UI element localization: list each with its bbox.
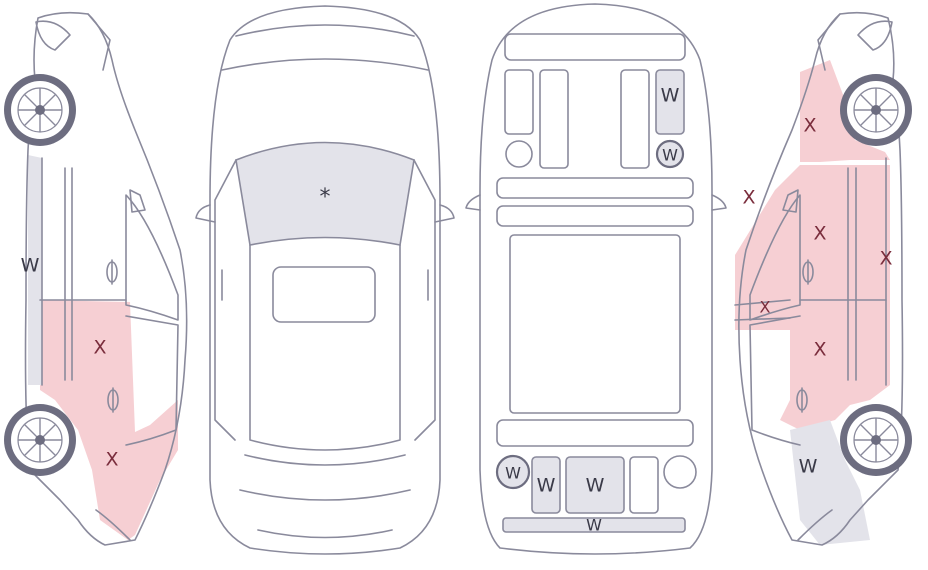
underside-floor-panel [509, 234, 681, 414]
right-side-front-wheel [840, 74, 912, 146]
underside-rear-left-round-component [495, 454, 531, 490]
right-side-mark-x-sill: X [760, 298, 771, 317]
left-side-damage-zone-roof [28, 155, 42, 385]
right-side-mark-x-fender: X [803, 115, 816, 137]
left-side-mark-x-quarter: X [105, 449, 118, 471]
underside-mark-w-1: W [661, 85, 680, 107]
underside-mark-w-4: W [537, 475, 556, 497]
left-side-rear-wheel [4, 404, 76, 476]
left-side-mark-x-rear-door: X [93, 337, 106, 359]
right-side-rear-wheel [840, 404, 912, 476]
underside-front-right-round-component [655, 139, 685, 169]
right-side-mark-x-rear-door: X [813, 339, 826, 361]
right-side-damage-zone-rear [790, 420, 870, 545]
right-side-mark-x-front-door: X [813, 223, 826, 245]
underside-mark-w-3: W [505, 464, 521, 483]
underside-rear-bumper-bar [502, 517, 686, 533]
left-side-damage-zone-rear [40, 300, 178, 540]
underside-rear-left-component [531, 456, 561, 514]
underside-mark-w-5: W [586, 475, 605, 497]
right-side-mark-w: W [799, 456, 818, 478]
right-side-mark-x-pillar: X [879, 248, 892, 270]
top-view-sunroof [272, 266, 376, 323]
right-side-view: X X X X X X W [734, 11, 912, 546]
left-side-door-handle-rear [107, 387, 119, 413]
right-side-mark-x-mirror: X [742, 187, 755, 209]
left-side-door-handle-front [106, 259, 118, 285]
underside-front-right-component [655, 69, 685, 135]
underside-view: W W W W W W [465, 3, 727, 555]
underside-mark-w-2: W [662, 146, 678, 165]
top-view-windshield-damage [235, 141, 415, 246]
left-side-mark-w: W [21, 255, 40, 277]
underside-mark-w-6: W [586, 516, 602, 535]
right-side-damage-zone-doors [735, 165, 890, 430]
top-view: * [195, 5, 455, 555]
right-side-door-handle-front [802, 259, 814, 285]
right-side-door-handle-rear [796, 387, 808, 413]
underside-rear-center-component [565, 456, 625, 514]
left-side-front-wheel [4, 74, 76, 146]
left-side-view: W X X [4, 11, 188, 546]
top-view-mark-star: * [320, 185, 331, 210]
